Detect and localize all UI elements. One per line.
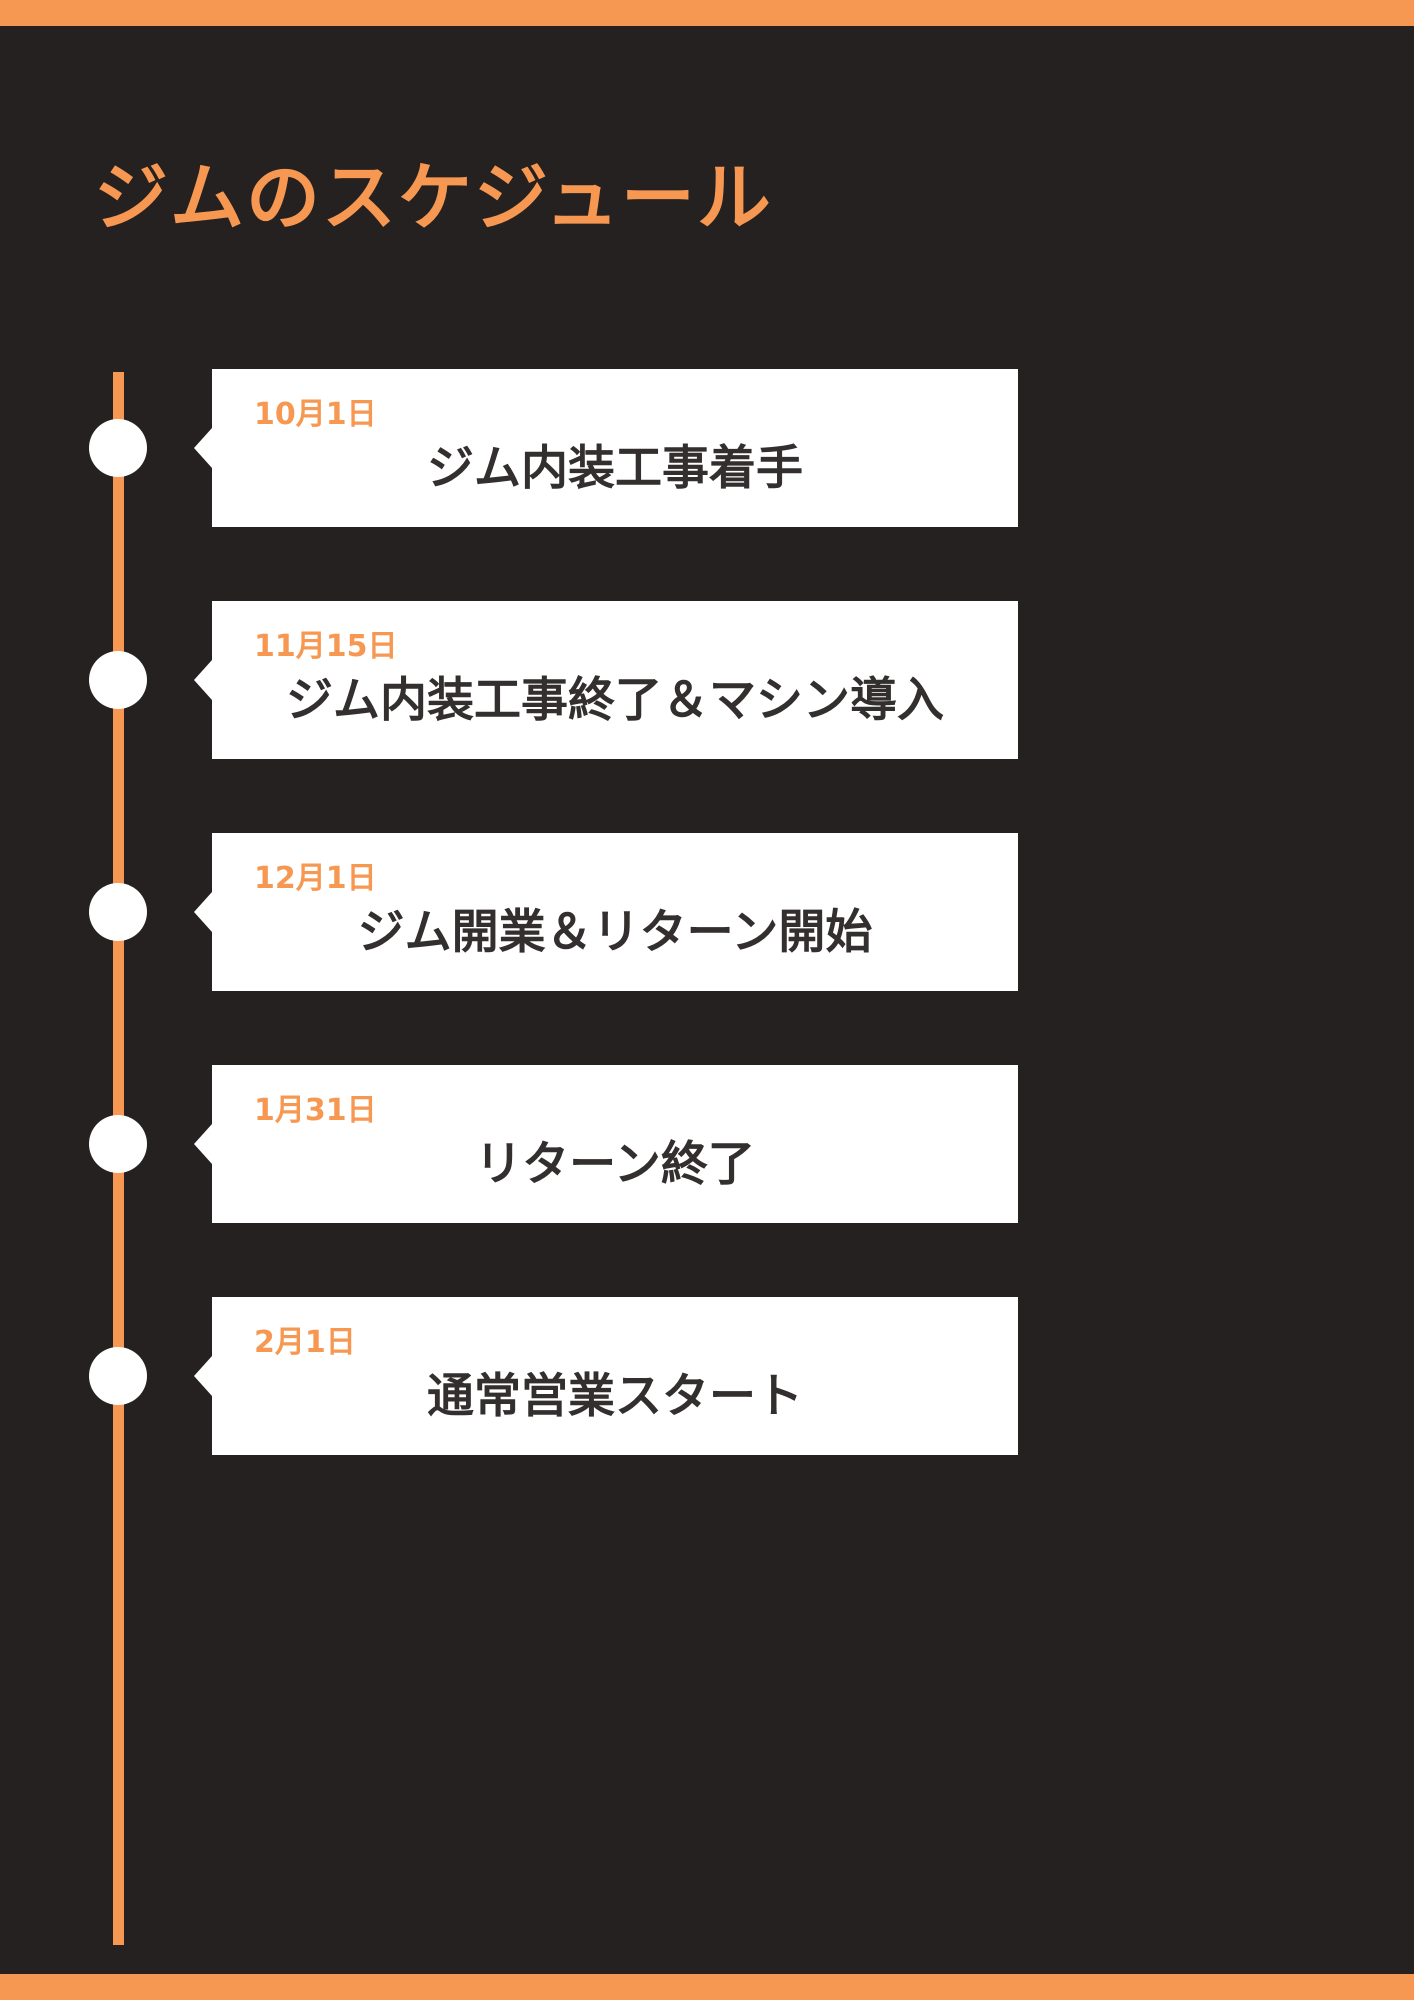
card-pointer-icon: [194, 1124, 212, 1164]
event-date: 10月1日: [254, 397, 377, 432]
event-card: 2月1日 通常営業スタート: [194, 1297, 1018, 1455]
event-card: 11月15日 ジム内装工事終了＆マシン導入: [194, 601, 1018, 759]
event-title: ジム内装工事終了＆マシン導入: [286, 673, 944, 728]
top-accent-bar: [0, 0, 1414, 26]
event-date: 12月1日: [254, 861, 377, 896]
bottom-accent-bar: [0, 1974, 1414, 2000]
event-card: 12月1日 ジム開業＆リターン開始: [194, 833, 1018, 991]
timeline-dot: [89, 1115, 147, 1173]
event-title: ジム開業＆リターン開始: [357, 905, 873, 960]
timeline-item: 11月15日 ジム内装工事終了＆マシン導入: [0, 601, 1414, 759]
card-pointer-icon: [194, 892, 212, 932]
card-pointer-icon: [194, 428, 212, 468]
event-title: リターン終了: [475, 1137, 755, 1192]
timeline-dot: [89, 883, 147, 941]
event-date: 1月31日: [254, 1093, 377, 1128]
timeline-item: 1月31日 リターン終了: [0, 1065, 1414, 1223]
event-date: 2月1日: [254, 1325, 356, 1360]
card-pointer-icon: [194, 660, 212, 700]
timeline-item: 2月1日 通常営業スタート: [0, 1297, 1414, 1455]
event-date: 11月15日: [254, 629, 398, 664]
event-title: 通常営業スタート: [427, 1369, 803, 1424]
page-title: ジムのスケジュール: [94, 155, 773, 241]
event-title: ジム内装工事着手: [427, 441, 803, 496]
event-card: 1月31日 リターン終了: [194, 1065, 1018, 1223]
event-card: 10月1日 ジム内装工事着手: [194, 369, 1018, 527]
timeline-dot: [89, 419, 147, 477]
timeline-dot: [89, 1347, 147, 1405]
timeline-dot: [89, 651, 147, 709]
timeline-item: 12月1日 ジム開業＆リターン開始: [0, 833, 1414, 991]
card-pointer-icon: [194, 1356, 212, 1396]
timeline-item: 10月1日 ジム内装工事着手: [0, 369, 1414, 527]
